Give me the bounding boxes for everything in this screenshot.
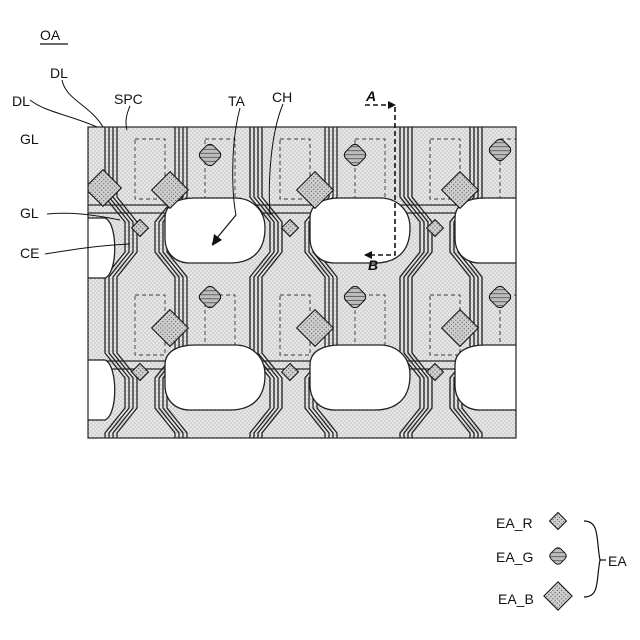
transparent-area [310,345,410,410]
rounded-hatched-icon [548,546,568,566]
transparent-area [455,345,555,410]
label-dl-left: DL [12,93,30,109]
transparent-area [88,360,115,420]
label-ch: CH [272,89,292,105]
large-diamond-icon [544,582,572,610]
label-gl-mid: GL [20,205,39,221]
diamond-outline-icon [550,513,567,530]
section-label-b: B [368,257,378,273]
label-spc: SPC [114,91,143,107]
legend-label-ea-b: EA_B [498,591,534,607]
transparent-area [165,198,265,263]
label-ce: CE [20,245,39,261]
label-ta: TA [228,93,246,109]
legend-label-ea-r: EA_R [496,515,533,531]
legend-label-ea-g: EA_G [496,549,533,565]
label-gl-top: GL [20,131,39,147]
transparent-area [165,345,265,410]
label-dl-top: DL [50,65,68,81]
figure-title: OA [40,27,61,43]
transparent-area [455,198,555,263]
legend-brace [584,521,606,597]
legend-group-label: EA [608,553,627,569]
transparent-area [88,218,115,278]
legend: EA_R EA_G EA_B EA [496,513,627,611]
section-label-a: A [365,88,376,104]
pixel-array-panel [85,127,555,439]
